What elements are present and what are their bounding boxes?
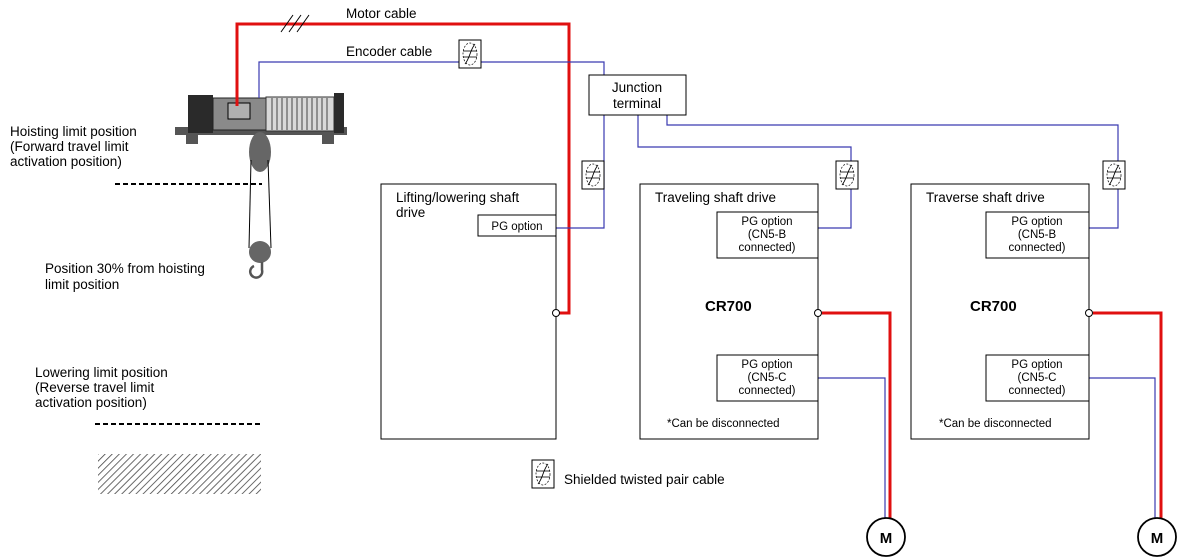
junction-label-line1: Junction [612, 80, 662, 95]
traverse-note: *Can be disconnected [939, 418, 1052, 430]
traveling-model-label: CR700 [705, 298, 752, 315]
traveling-pg-b-box [716, 211, 819, 259]
shielded-cable-icon [581, 160, 605, 190]
traverse-pg-b-line3: connected) [1009, 242, 1066, 254]
hook-icon [248, 132, 272, 279]
hoisting-limit-label: Hoisting limit position (Forward travel … [10, 124, 137, 169]
lifting-output-terminal [552, 309, 560, 317]
svg-text:Lowering limit position: Lowering limit position [35, 365, 168, 380]
traveling-pg-b-line1: PG option [741, 216, 792, 228]
traveling-drive-title: Traveling shaft drive [655, 190, 776, 205]
traverse-drive-title: Traverse shaft drive [926, 190, 1045, 205]
traveling-pg-c-line3: connected) [739, 385, 796, 397]
traverse-pg-b-line2: (CN5-B [1018, 229, 1057, 241]
junction-terminal-box [588, 74, 687, 116]
cable-slash-marks [280, 14, 310, 33]
shielded-cable-icon [458, 39, 482, 69]
svg-text:activation position): activation position) [35, 395, 147, 410]
motor-icon: M [1137, 517, 1177, 557]
traverse-pg-c-line2: (CN5-C [1018, 372, 1057, 384]
traverse-pg-b-line1: PG option [1011, 216, 1062, 228]
traveling-pg-b-line2: (CN5-B [748, 229, 787, 241]
traveling-pg-c-line2: (CN5-C [748, 372, 787, 384]
traverse-pg-c-box [985, 354, 1090, 402]
junction-label-line2: terminal [613, 96, 661, 111]
shielded-cable-icon [531, 459, 555, 489]
svg-text:M: M [880, 530, 893, 547]
lifting-drive-title-line1: Lifting/lowering shaft [396, 190, 519, 205]
position-30-label: Position 30% from hoisting limit positio… [45, 261, 205, 292]
lifting-pg-option-label: PG option [491, 221, 542, 233]
hoist-motor-icon [175, 93, 347, 144]
traverse-pg-b-box [985, 211, 1090, 259]
svg-text:(Forward travel limit: (Forward travel limit [10, 139, 129, 154]
traveling-note: *Can be disconnected [667, 418, 780, 430]
svg-text:Position 30% from hoisting: Position 30% from hoisting [45, 261, 205, 276]
shielded-cable-icon [835, 160, 859, 190]
svg-text:limit position: limit position [45, 277, 119, 292]
svg-text:(Reverse travel limit: (Reverse travel limit [35, 380, 155, 395]
traveling-pg-c-line1: PG option [741, 359, 792, 371]
lifting-drive-title-line2: drive [396, 205, 425, 220]
traverse-output-terminal [1085, 309, 1093, 317]
lowering-limit-label: Lowering limit position (Reverse travel … [35, 365, 168, 410]
motor-icon: M [866, 517, 906, 557]
encoder-cable-label: Encoder cable [346, 44, 432, 59]
svg-text:M: M [1151, 530, 1164, 547]
lifting-pg-option-box [477, 214, 557, 237]
svg-text:Hoisting limit position: Hoisting limit position [10, 124, 137, 139]
traveling-pg-c-box [716, 354, 819, 402]
shielded-cable-icon [1102, 160, 1126, 190]
traverse-pg-c-line3: connected) [1009, 385, 1066, 397]
svg-text:activation position): activation position) [10, 154, 122, 169]
traveling-pg-b-line3: connected) [739, 242, 796, 254]
traverse-pg-c-line1: PG option [1011, 359, 1062, 371]
shield-legend-label: Shielded twisted pair cable [564, 472, 725, 487]
traverse-model-label: CR700 [970, 298, 1017, 315]
traveling-output-terminal [814, 309, 822, 317]
ground-hatch-icon [98, 454, 261, 494]
motor-cable-label: Motor cable [346, 6, 417, 21]
